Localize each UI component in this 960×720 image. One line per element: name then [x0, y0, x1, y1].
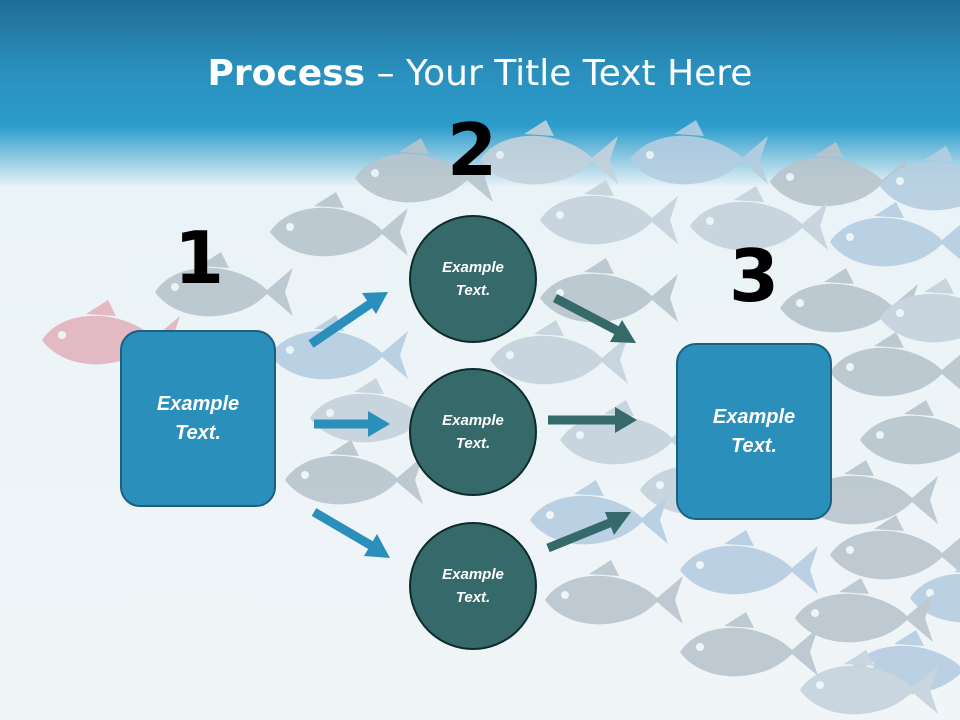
step-2-circle-middle: Example Text. [409, 368, 537, 496]
title-separator: – [365, 53, 406, 94]
step-number-2: 2 [446, 108, 498, 192]
step-number-3: 3 [728, 234, 780, 318]
step-number-1: 1 [173, 216, 225, 300]
step-3-box: Example Text. [676, 343, 832, 520]
title-rest: Your Title Text Here [405, 53, 753, 94]
step-1-box: Example Text. [120, 330, 276, 507]
slide-title: Process – Your Title Text Here [0, 52, 960, 96]
step-2-circle-top: Example Text. [409, 215, 537, 343]
title-bold: Process [207, 53, 366, 94]
step-2-circle-bottom: Example Text. [409, 522, 537, 650]
